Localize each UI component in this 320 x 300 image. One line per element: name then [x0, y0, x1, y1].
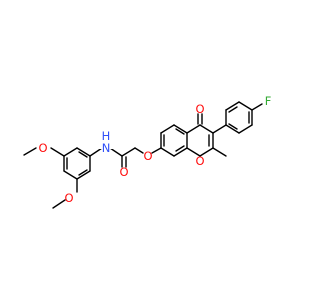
bond [160, 147, 175, 157]
bond [238, 124, 253, 134]
atom-label-n: N [102, 141, 111, 155]
bond [78, 151, 88, 158]
bond [212, 124, 227, 134]
bond [173, 147, 188, 157]
bond [228, 123, 238, 130]
bond [63, 147, 78, 157]
molecule-diagram: N H O O O O F O O [23, 94, 272, 209]
bond-set [23, 101, 263, 209]
atom-label-amide-o: O [119, 165, 128, 179]
bond [76, 170, 91, 180]
bond [186, 147, 201, 157]
bond [228, 106, 238, 113]
bond [121, 147, 136, 157]
bond [225, 124, 240, 134]
bond [89, 147, 103, 157]
bond [175, 145, 185, 152]
bond [52, 199, 66, 209]
atom-label-methoxy-top-o: O [38, 141, 47, 155]
atom-label-h: H [102, 129, 111, 143]
bond [186, 124, 201, 134]
bond [109, 147, 123, 157]
bond [160, 124, 175, 134]
bond [225, 101, 240, 111]
bond [212, 147, 227, 157]
atom-label-ketone-o: O [195, 102, 204, 116]
bond [50, 147, 65, 157]
structure-drawing: N H O O O O F O O [23, 94, 271, 209]
bond [251, 103, 263, 111]
bond [173, 124, 188, 134]
atom-label-methoxy-bottom-o: O [64, 191, 73, 205]
bond [199, 147, 214, 157]
bond [151, 147, 162, 154]
bond [78, 169, 88, 176]
atom-label-ring-o: O [195, 154, 204, 168]
bond [23, 147, 37, 156]
atom-label-ether-o: O [143, 149, 152, 163]
bond [238, 101, 253, 111]
bond [76, 147, 91, 157]
atom-label-fluorine: F [265, 94, 272, 108]
bond [134, 147, 144, 154]
bond [175, 128, 185, 135]
bond [63, 170, 78, 180]
atom-labels: N H O O O O F O O [38, 94, 271, 205]
bond [199, 124, 214, 134]
